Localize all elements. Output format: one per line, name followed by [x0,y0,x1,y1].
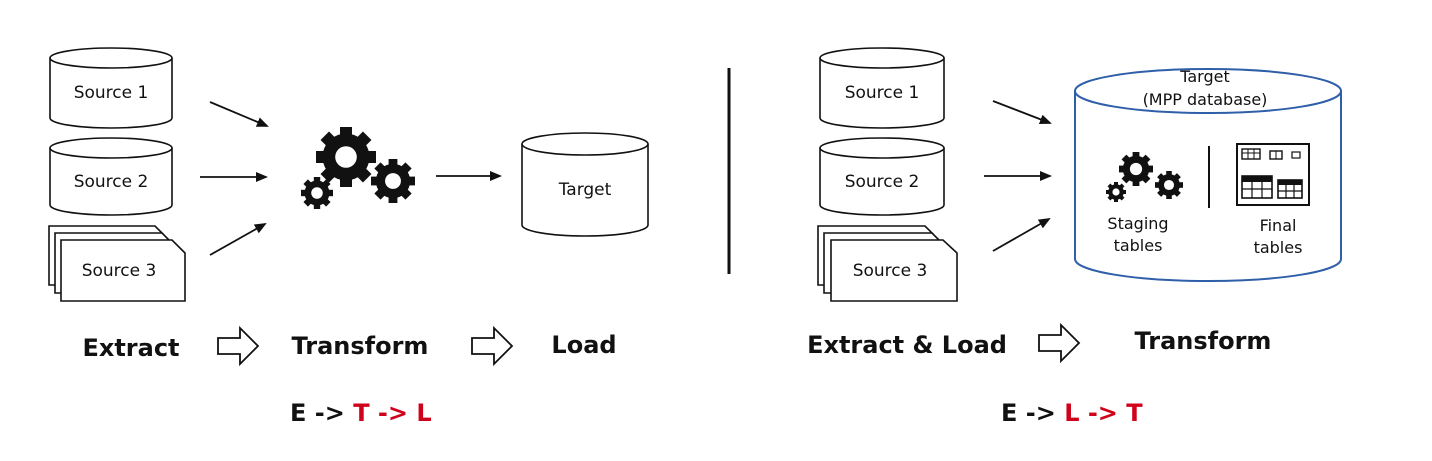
seq-e: E [290,399,306,427]
seq-l: L [416,399,431,427]
staging-tables-label-2: tables [1114,236,1163,255]
source-2-database-icon: Source 2 [819,137,945,216]
elt-sequence: E -> T -> L [290,399,432,427]
source-2-database-icon: Source 2 [49,137,173,216]
seq-sep1: -> [306,399,353,427]
step-transform: Transform [292,332,429,360]
seq-l: L [1064,399,1079,427]
source-1-database-icon: Source 1 [49,47,173,129]
source-1-database-icon: Source 1 [819,47,945,129]
step-load: Load [551,331,616,359]
source-3-label: Source 3 [82,261,157,281]
step-extract: Extract [82,334,179,362]
target-mpp-database-icon: Target (MPP database) Staging tables [1074,67,1342,282]
source-1-label: Source 1 [845,83,920,103]
seq-sep2: -> [370,399,417,427]
source-1-label: Source 1 [74,83,149,103]
source-3-document-stack-icon: Source 3 [48,225,186,302]
gears-icon [301,127,415,209]
source-2-label: Source 2 [845,172,920,192]
step-extract-load: Extract & Load [807,331,1007,359]
target-label: Target [1179,67,1230,86]
etl-diagram: Source 1 Source 2 Source 3 [48,47,649,427]
hollow-arrow-icon [471,327,513,365]
seq-sep2: -> [1079,399,1126,427]
seq-t: T [1126,399,1143,427]
hollow-arrow-icon [1038,324,1080,362]
flow-arrow [209,223,267,256]
final-tables-label-2: tables [1254,238,1303,257]
seq-sep1: -> [1017,399,1064,427]
flow-arrow [992,218,1051,252]
table-grid-icon [1236,143,1310,206]
seq-e: E [1001,399,1017,427]
source-3-document-stack-icon: Source 3 [817,225,958,302]
source-3-label: Source 3 [853,261,928,281]
elt-sequence: E -> L -> T [1001,399,1143,427]
seq-t: T [353,399,370,427]
flow-arrow [992,100,1052,125]
flow-arrow [209,101,269,127]
hollow-arrow-icon [217,327,259,365]
target-label: Target [558,180,612,200]
target-database-icon: Target [521,132,649,237]
target-subtitle: (MPP database) [1143,90,1268,109]
elt-diagram: Source 1 Source 2 Source 3 Target (MPP d… [807,47,1342,427]
step-transform: Transform [1135,327,1272,355]
final-tables-label: Final [1260,216,1297,235]
staging-tables-label: Staging [1107,214,1168,233]
source-2-label: Source 2 [74,172,149,192]
